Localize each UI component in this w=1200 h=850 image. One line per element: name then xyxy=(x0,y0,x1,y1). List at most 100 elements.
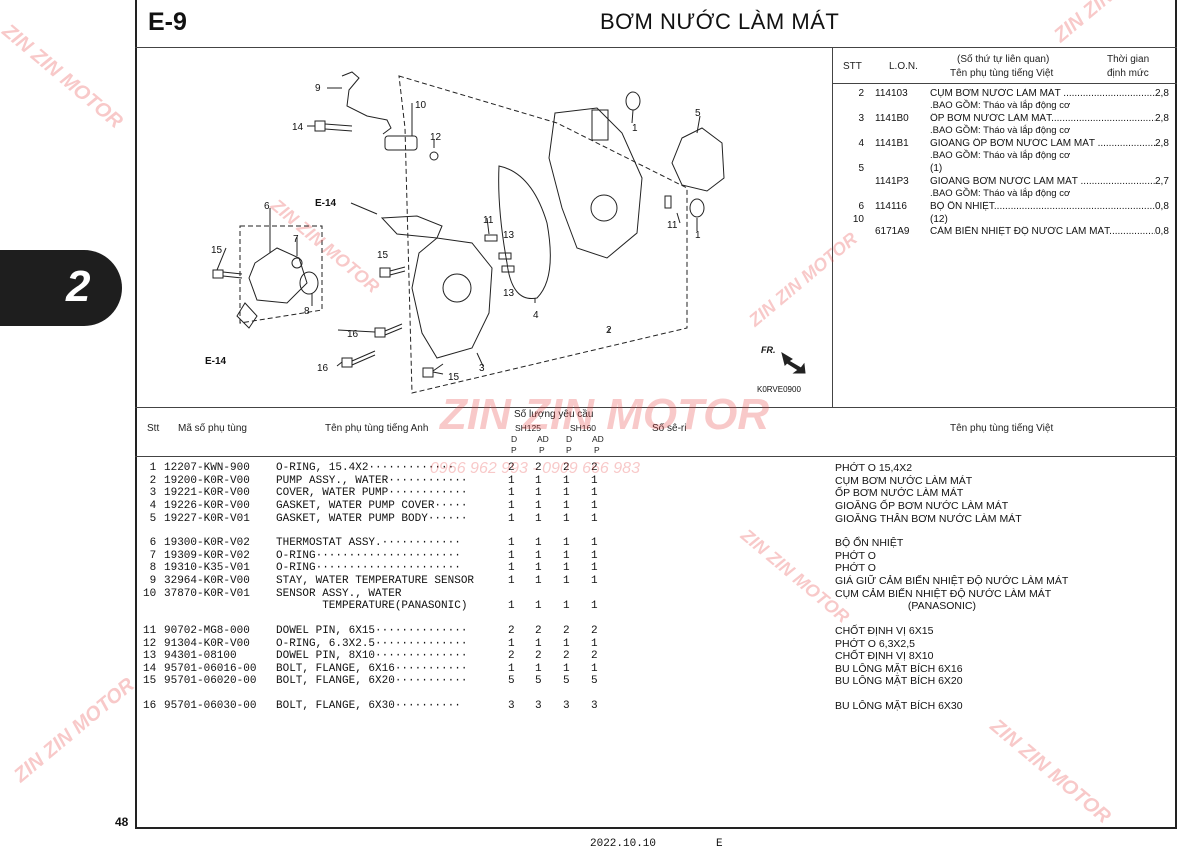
parts-row-partno: 94301-08100 xyxy=(164,650,237,662)
parts-row-name-vn: CHỐT ĐỊNH VỊ 8X10 xyxy=(835,650,934,662)
pump-cover xyxy=(411,237,493,359)
ref-header-divider xyxy=(832,83,1177,84)
watermark-phone: 0966 962 993 - 0909 666 983 xyxy=(430,460,640,477)
callout: 5 xyxy=(695,108,701,119)
parts-row-qty: 1 xyxy=(563,513,570,525)
ref-row-desc: GIOĂNG ỐP BƠM NƯỚC LÀM MÁT .............… xyxy=(930,138,1155,149)
oring-1a xyxy=(625,91,641,111)
ref-row-time: 2,8 xyxy=(1155,138,1169,149)
parts-row-qty: 1 xyxy=(508,487,515,499)
parts-row-qty: 1 xyxy=(591,562,598,574)
parts-row-qty: 1 xyxy=(535,513,542,525)
page-title: BƠM NƯỚC LÀM MÁT xyxy=(600,9,840,34)
parts-row-qty: 1 xyxy=(591,500,598,512)
parts-row-qty: 1 xyxy=(591,600,598,612)
parts-row-qty: 1 xyxy=(563,663,570,675)
ref-row-lon: 114116 xyxy=(875,201,907,212)
parts-row-name-en: THERMOSTAT ASSY.············ xyxy=(276,537,461,549)
gasket-5 xyxy=(671,127,725,192)
callout: 13 xyxy=(503,230,515,241)
parts-row-qty: 1 xyxy=(591,663,598,675)
parts-row-qty: 3 xyxy=(535,700,542,712)
ref-col-time-2: định mức xyxy=(1107,68,1149,79)
parts-row-name-vn: CỤM BƠM NƯỚC LÀM MÁT xyxy=(835,475,973,487)
parts-col-sh160: SH160 xyxy=(570,423,596,433)
footer-date: 2022.10.10 xyxy=(590,838,657,850)
parts-col-stt: Stt xyxy=(147,423,160,434)
ref-row-desc: GIOĂNG BƠM NƯỚC LÀM MÁT ................… xyxy=(930,176,1155,187)
bolt-14-head xyxy=(314,120,326,132)
ref-row-time: 2,8 xyxy=(1155,113,1169,124)
parts-row-qty: 1 xyxy=(535,537,542,549)
parts-row-partno: 19226-K0R-V00 xyxy=(164,500,250,512)
ref-row-stt: 10 xyxy=(852,214,864,225)
parts-row-qty: 5 xyxy=(535,675,542,687)
parts-row-qty: 2 xyxy=(591,625,598,637)
parts-row-qty: 2 xyxy=(535,625,542,637)
parts-row-no: 15 xyxy=(143,675,157,687)
parts-row-qty: 1 xyxy=(535,638,542,650)
oring-1b xyxy=(689,198,705,218)
parts-row-name-en: SENSOR ASSY., WATER xyxy=(276,588,402,600)
ref-row-time: 0,8 xyxy=(1155,201,1169,212)
parts-col-name-vn: Tên phụ tùng tiếng Việt xyxy=(950,423,1054,434)
parts-row-qty: 1 xyxy=(535,575,542,587)
parts-row-name-vn: PHỚT O xyxy=(835,550,876,562)
pump-body xyxy=(548,107,643,259)
parts-row-qty: 1 xyxy=(535,562,542,574)
watermark-brand: ZIN ZIN MOTOR xyxy=(10,673,139,787)
parts-col-ad1: AD xyxy=(537,434,549,444)
parts-row-qty: 1 xyxy=(508,513,515,525)
pump-pipe xyxy=(591,109,609,141)
parts-row-partno: 19200-K0R-V00 xyxy=(164,475,250,487)
parts-row-qty: 1 xyxy=(563,550,570,562)
parts-row-no: 13 xyxy=(143,650,157,662)
parts-row-no: 1 xyxy=(143,462,157,474)
parts-row-qty: 1 xyxy=(508,475,515,487)
parts-row-name-vn: ỐP BƠM NƯỚC LÀM MÁT xyxy=(835,487,964,499)
callout: 11 xyxy=(483,215,494,226)
ref-label-e14-top: E-14 xyxy=(315,198,337,209)
parts-row-qty: 2 xyxy=(563,462,570,474)
ref-row-desc: (1) xyxy=(930,163,943,174)
parts-row-qty: 1 xyxy=(563,537,570,549)
ref-row-stt: 4 xyxy=(858,138,864,149)
ref-row-sub: .BAO GỒM: Tháo và lắp động cơ xyxy=(930,188,1071,199)
parts-col-p4: P xyxy=(594,445,600,455)
watermark-brand: ZIN ZIN MOTOR xyxy=(0,20,127,134)
parts-col-p2: P xyxy=(539,445,545,455)
parts-row-partno: 12207-KWN-900 xyxy=(164,462,250,474)
parts-row-no: 4 xyxy=(143,500,157,512)
parts-row-qty: 2 xyxy=(508,650,515,662)
parts-row-name-en: GASKET, WATER PUMP COVER····· xyxy=(276,500,468,512)
parts-row-no: 7 xyxy=(143,550,157,562)
parts-row-qty: 2 xyxy=(508,462,515,474)
parts-row-qty: 1 xyxy=(508,600,515,612)
callout: 15 xyxy=(377,250,389,261)
callout: 12 xyxy=(430,132,442,143)
ref-col-desc-2: Tên phụ tùng tiếng Việt xyxy=(950,68,1054,79)
ref-row-time: 0,8 xyxy=(1155,226,1169,237)
parts-row-qty: 1 xyxy=(591,575,598,587)
parts-row-partno: 32964-K0R-V00 xyxy=(164,575,250,587)
parts-row-qty: 1 xyxy=(563,600,570,612)
ref-row-stt: 6 xyxy=(858,201,864,212)
parts-row-name-vn: PHỚT O 6,3X2,5 xyxy=(835,638,916,650)
parts-row-name-vn: PHỚT O 15,4X2 xyxy=(835,462,913,474)
parts-row-qty: 1 xyxy=(508,500,515,512)
parts-row-qty: 1 xyxy=(563,562,570,574)
ref-col-desc-1: (Số thứ tự liên quan) xyxy=(957,54,1050,65)
parts-row-partno: 19221-K0R-V00 xyxy=(164,487,250,499)
parts-row-partno: 95701-06016-00 xyxy=(164,663,257,675)
parts-row-no: 9 xyxy=(143,575,157,587)
parts-row-qty: 1 xyxy=(535,475,542,487)
parts-col-d1: D xyxy=(511,434,518,444)
parts-row-no: 14 xyxy=(143,663,157,675)
header-divider xyxy=(135,47,1177,48)
parts-row-qty: 1 xyxy=(563,475,570,487)
parts-row-name-vn: BU LÔNG MẶT BÍCH 6X30 xyxy=(835,700,963,712)
parts-row-qty: 2 xyxy=(591,462,598,474)
parts-row-no: 6 xyxy=(143,537,157,549)
parts-col-sh125: SH125 xyxy=(515,423,541,433)
ref-row-time: 2,7 xyxy=(1155,176,1169,187)
